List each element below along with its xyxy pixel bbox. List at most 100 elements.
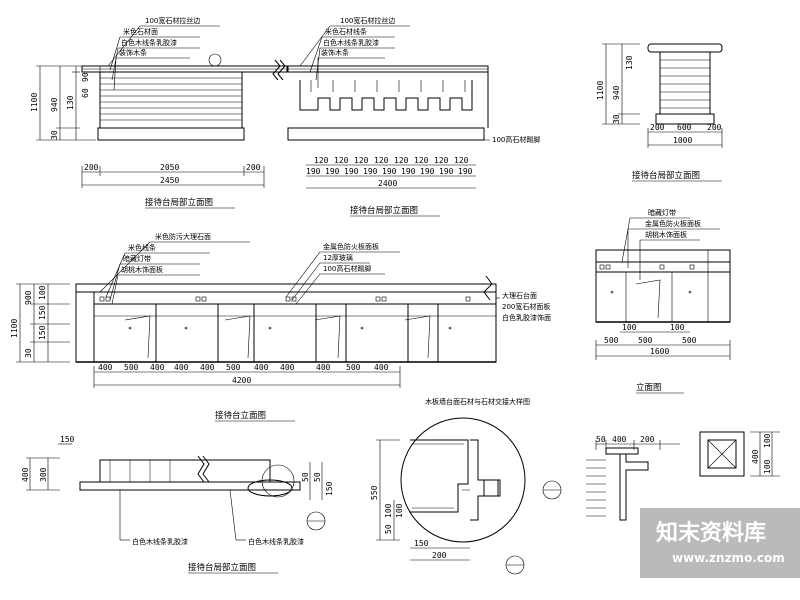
dim-side-bottom: 190 bbox=[458, 167, 473, 176]
dim-ml-b: 400 bbox=[174, 363, 189, 372]
dim-tr-940: 940 bbox=[612, 85, 621, 100]
label-mid-walnut: 胡桃木饰面板 bbox=[121, 265, 163, 274]
label-mid-stone-panel: 200宽石材面板 bbox=[502, 302, 550, 311]
label-beige-stone: 米色石材面 bbox=[123, 27, 158, 36]
caption-bottom-left: 接待台局部立面图 bbox=[188, 562, 256, 573]
label-mid-beige-line: 米色线条 bbox=[128, 243, 156, 252]
dim-side-bottom: 190 bbox=[401, 167, 416, 176]
dim-mr-500c: 500 bbox=[682, 336, 697, 345]
dim-tr-600: 600 bbox=[677, 123, 692, 132]
label-white-wood-line: 白色木线条乳胶漆 bbox=[121, 38, 177, 47]
dim-side-bottom: 190 bbox=[344, 167, 359, 176]
label-side-white-wood: 白色木线条乳胶漆 bbox=[323, 38, 379, 47]
dim-br-r100a: 100 bbox=[763, 433, 772, 448]
label-stone-edge: 100宽石材拉丝边 bbox=[145, 16, 200, 25]
dim-bl-r150: 150 bbox=[325, 481, 334, 496]
label-mid-white-paint: 白色乳胶漆饰面 bbox=[502, 313, 551, 322]
dim-side-top: 120 bbox=[354, 156, 369, 165]
plan-bottom-left: 白色木线条乳胶漆 白色木线条乳胶漆 400 300 150 50 50 150 … bbox=[21, 435, 334, 574]
label-mid-metal-board: 金属色防火板面板 bbox=[323, 242, 379, 251]
dim-side-bottom: 190 bbox=[420, 167, 435, 176]
watermark: 知末资料库 www.znzmo.com bbox=[640, 508, 800, 578]
elevation-top-left: 100宽石材拉丝边 米色石材面 白色木线条乳胶漆 装饰木条 1100 940 1… bbox=[30, 16, 288, 209]
detail-title: 木板墙台面石材与石材交接大样图 bbox=[425, 397, 530, 406]
dim-side-top: 120 bbox=[334, 156, 349, 165]
dim-ml-150b: 150 bbox=[38, 325, 47, 340]
dim-side-top: 120 bbox=[374, 156, 389, 165]
dim-tr-30: 30 bbox=[612, 114, 621, 124]
dim-side-top: 120 bbox=[394, 156, 409, 165]
dim-bl-300: 300 bbox=[39, 467, 48, 482]
dim-ml-b: 500 bbox=[226, 363, 241, 372]
dim-ml-b: 500 bbox=[124, 363, 139, 372]
dim-tr-200b: 200 bbox=[707, 123, 722, 132]
dim-ml-1100: 1100 bbox=[10, 319, 19, 338]
dim-side-bottom: 190 bbox=[306, 167, 321, 176]
dim-side-top: 120 bbox=[414, 156, 429, 165]
label-mid-marble: 米色防污大理石面 bbox=[155, 232, 211, 241]
dim-side-bottom: 190 bbox=[325, 167, 340, 176]
label-mid-skirting: 100高石材踢脚 bbox=[323, 264, 371, 273]
label-mid-marble-top: 大理石台面 bbox=[502, 291, 537, 300]
label-mr-walnut: 胡桃木饰面板 bbox=[645, 230, 687, 239]
dim-ml-b: 400 bbox=[374, 363, 389, 372]
elevation-mid-right: 暗藏灯带 金属色防火板面板 胡桃木饰面板 100 100 500 500 500… bbox=[595, 208, 731, 394]
detail-bottom-middle: 木板墙台面石材与石材交接大样图 550 100 50 100 150 200 bbox=[370, 397, 562, 575]
dim-left-130: 130 bbox=[66, 95, 75, 110]
dim-mr-1600: 1600 bbox=[650, 347, 669, 356]
elevation-mid-left: 米色防污大理石面 米色线条 暗藏灯带 胡桃木饰面板 金属色防火板面板 12厚玻璃… bbox=[10, 232, 551, 422]
dim-br-200: 200 bbox=[640, 435, 655, 444]
label-side-stone-edge: 100宽石材拉丝边 bbox=[340, 16, 395, 25]
dim-bottom-200b: 200 bbox=[246, 163, 261, 172]
dim-bottom-200a: 200 bbox=[84, 163, 99, 172]
elevation-top-middle: 100宽石材拉丝边 米色石材线条 白色木线条乳胶漆 装饰木条 100高石材踢脚 … bbox=[287, 16, 540, 217]
dim-bl-400: 400 bbox=[21, 467, 30, 482]
dim-bm-100a: 100 bbox=[384, 503, 393, 518]
dim-br-50: 50 bbox=[596, 435, 606, 444]
dim-side-bottom: 190 bbox=[363, 167, 378, 176]
dim-side-top: 120 bbox=[314, 156, 329, 165]
dim-ml-b: 400 bbox=[200, 363, 215, 372]
dim-tr-1100: 1100 bbox=[596, 81, 605, 100]
label-side-decor-strip: 装饰木条 bbox=[321, 48, 349, 57]
dim-mr-100b: 100 bbox=[670, 323, 685, 332]
dim-bottom-2050: 2050 bbox=[160, 163, 179, 172]
dim-ml-b: 400 bbox=[98, 363, 113, 372]
caption-mid-right: 立面图 bbox=[636, 382, 662, 393]
caption-top-right: 接待台局部立面图 bbox=[632, 170, 700, 181]
label-side-beige-line: 米色石材线条 bbox=[325, 27, 367, 36]
dim-left-60: 60 bbox=[81, 88, 90, 98]
dim-ml-30: 30 bbox=[24, 348, 33, 358]
dim-ml-b: 500 bbox=[346, 363, 361, 372]
label-bl-white-wood-b: 白色木线条乳胶漆 bbox=[248, 537, 304, 546]
label-mid-glass: 12厚玻璃 bbox=[323, 253, 353, 262]
dim-bm-550: 550 bbox=[370, 485, 379, 500]
dim-ml-900: 900 bbox=[24, 290, 33, 305]
dim-bl-150: 150 bbox=[60, 435, 75, 444]
dim-side-bottom: 190 bbox=[382, 167, 397, 176]
caption-mid-left: 接待台立面图 bbox=[215, 410, 266, 421]
label-mid-led: 暗藏灯带 bbox=[123, 254, 151, 263]
dim-mr-500b: 500 bbox=[638, 336, 653, 345]
caption-top-middle: 接待台局部立面图 bbox=[350, 205, 418, 216]
dim-ml-b: 400 bbox=[316, 363, 331, 372]
dim-bottom-2450: 2450 bbox=[160, 176, 179, 185]
dim-side-bottom: 190 bbox=[439, 167, 454, 176]
dim-left-30: 30 bbox=[50, 130, 59, 140]
dim-bm-200: 200 bbox=[432, 551, 447, 560]
dim-mr-500a: 500 bbox=[604, 336, 619, 345]
dim-br-r400: 400 bbox=[751, 449, 760, 464]
dim-left-1100: 1100 bbox=[30, 93, 39, 112]
caption-top-left: 接待台局部立面图 bbox=[145, 197, 213, 208]
dim-bm-50: 50 bbox=[384, 524, 393, 534]
dim-bl-r50b: 50 bbox=[313, 472, 322, 482]
dim-ml-b: 400 bbox=[254, 363, 269, 372]
dim-bm-100b: 100 bbox=[395, 503, 404, 518]
dim-left-940: 940 bbox=[50, 97, 59, 112]
dim-side-top: 120 bbox=[454, 156, 469, 165]
dim-ml-b: 400 bbox=[150, 363, 165, 372]
dim-side-top: 120 bbox=[434, 156, 449, 165]
label-bl-white-wood-a: 白色木线条乳胶漆 bbox=[132, 537, 188, 546]
label-mr-led: 暗藏灯带 bbox=[648, 208, 676, 217]
